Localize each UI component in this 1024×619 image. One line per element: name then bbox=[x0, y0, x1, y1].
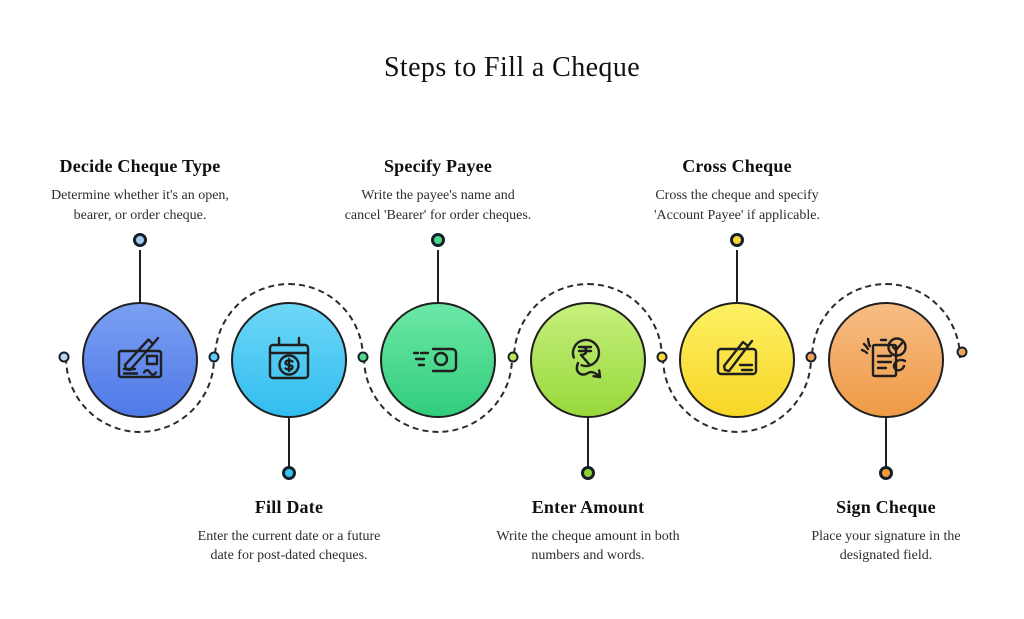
path-junction-dot bbox=[507, 351, 519, 363]
dollar-sign bbox=[284, 357, 294, 373]
step-connector-line bbox=[885, 416, 887, 469]
step-marker-dot bbox=[730, 233, 744, 247]
path-start-dot bbox=[58, 351, 70, 363]
rupee-trend-icon bbox=[571, 338, 602, 379]
step-marker-dot bbox=[879, 466, 893, 480]
step-description: Cross the cheque and specify 'Account Pa… bbox=[654, 188, 820, 223]
step-connector-line bbox=[437, 250, 439, 304]
step-circle bbox=[679, 302, 795, 418]
step-description: Determine whether it's an open, bearer, … bbox=[51, 188, 229, 223]
step-title: Specify Payee bbox=[383, 156, 493, 177]
step-marker-dot bbox=[581, 466, 595, 480]
step-connector-line bbox=[139, 250, 141, 304]
step-label: Decide Cheque Type Determine whether it'… bbox=[38, 156, 243, 225]
step-title: Decide Cheque Type bbox=[59, 156, 221, 177]
signed-document-icon bbox=[860, 337, 907, 378]
step-circle bbox=[530, 302, 646, 418]
path-junction-dot bbox=[656, 351, 668, 363]
step-circle bbox=[828, 302, 944, 418]
step-title: Sign Cheque bbox=[836, 497, 936, 517]
step-label: Specify Payee Write the payee's name and… bbox=[342, 156, 534, 225]
step-connector-line bbox=[587, 416, 589, 469]
calendar-dollar-icon bbox=[268, 336, 310, 380]
step-description: Place your signature in the designated f… bbox=[811, 529, 961, 564]
step-description: Write the cheque amount in both numbers … bbox=[496, 529, 680, 564]
step-label: Fill Date Enter the current date or a fu… bbox=[196, 497, 382, 566]
pen-writing-icon bbox=[716, 339, 758, 376]
step-marker-dot bbox=[431, 233, 445, 247]
cheque-pen-icon bbox=[117, 336, 163, 379]
step-circle bbox=[380, 302, 496, 418]
step-connector-line bbox=[288, 416, 290, 469]
path-junction-dot bbox=[357, 351, 369, 363]
step-circle bbox=[231, 302, 347, 418]
step-connector-line bbox=[736, 250, 738, 304]
step-label: Enter Amount Write the cheque amount in … bbox=[490, 497, 686, 566]
step-title: Cross Cheque bbox=[682, 156, 792, 177]
step-label: Sign Cheque Place your signature in the … bbox=[788, 497, 984, 566]
path-end-dot bbox=[956, 346, 968, 358]
path-junction-dot bbox=[208, 351, 220, 363]
step-circle bbox=[82, 302, 198, 418]
path-junction-dot bbox=[805, 351, 817, 363]
step-description: Write the payee's name and cancel 'Beare… bbox=[344, 188, 532, 223]
rupee-sign bbox=[577, 345, 593, 366]
step-marker-dot bbox=[282, 466, 296, 480]
step-title: Enter Amount bbox=[531, 497, 645, 517]
step-description: Enter the current date or a future date … bbox=[197, 529, 381, 564]
step-marker-dot bbox=[133, 233, 147, 247]
step-label: Cross Cheque Cross the cheque and specif… bbox=[636, 156, 838, 225]
step-title: Fill Date bbox=[254, 497, 324, 517]
page-title: Steps to Fill a Cheque bbox=[383, 52, 641, 83]
cheque-transfer-icon bbox=[412, 347, 458, 373]
